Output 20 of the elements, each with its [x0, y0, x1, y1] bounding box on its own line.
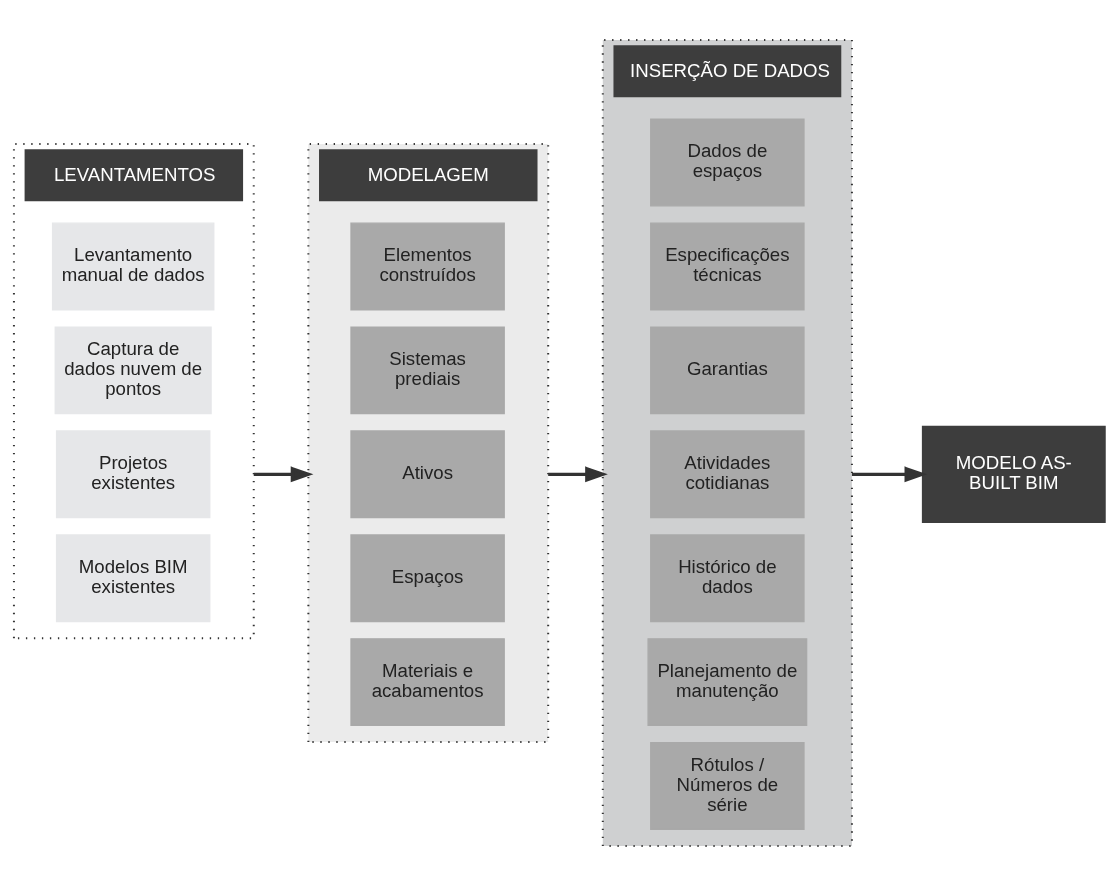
node-box: Planejamento de manutenção [647, 637, 808, 726]
arrow [851, 465, 928, 482]
arrow [548, 465, 608, 482]
node-box: Levantamento manual de dados [51, 222, 215, 310]
node-box: MODELO AS-BUILT BIM [921, 425, 1106, 523]
node-box: Histórico de dados [650, 533, 805, 622]
node-box: Sistemas prediais [350, 325, 505, 414]
node-box: Rótulos / Números de série [650, 741, 805, 830]
node-box: Dados de espaços [650, 118, 805, 207]
node-box: Modelos BIM existentes [55, 533, 211, 622]
node-box: Espaços [350, 533, 505, 622]
node-box: Atividades cotidianas [650, 429, 805, 518]
node-box: Elementos construídos [350, 222, 505, 310]
node-box: Especificações técnicas [650, 222, 805, 310]
node-box: Materiais e acabamentos [350, 637, 505, 726]
node-box: Garantias [650, 325, 805, 414]
arrow [253, 465, 314, 482]
node-box: Captura de dados nuvem de pontos [54, 325, 212, 414]
node-box: Projetos existentes [55, 429, 211, 518]
node-box: Ativos [350, 429, 505, 518]
